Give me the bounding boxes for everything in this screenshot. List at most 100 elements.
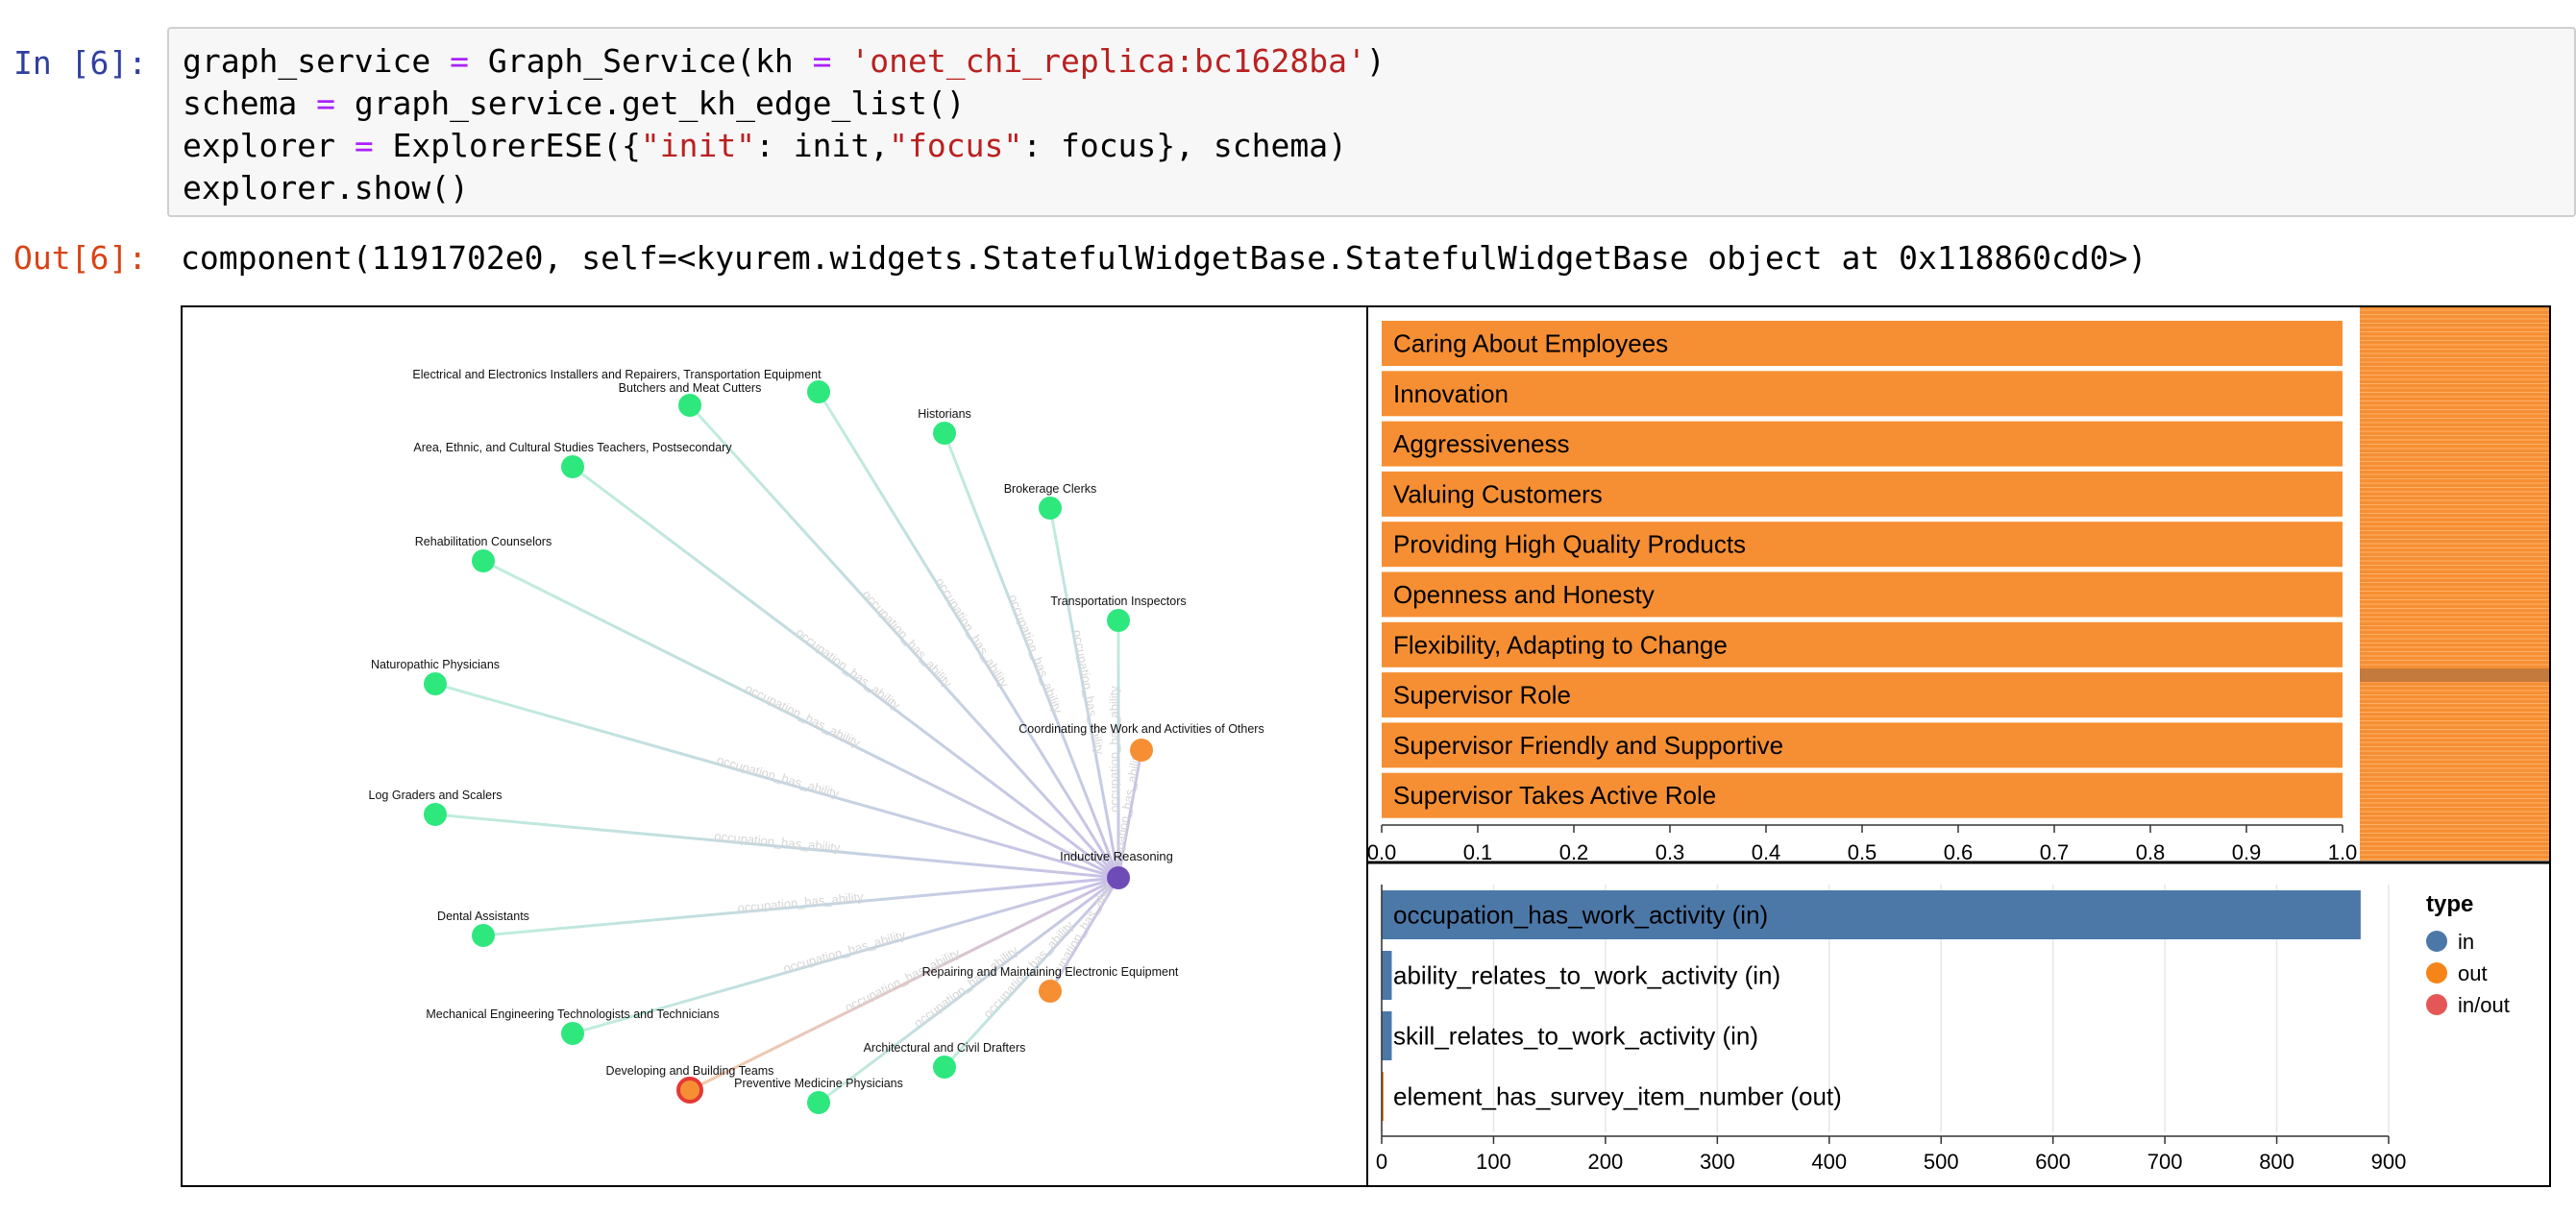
graph-node[interactable] — [676, 1077, 703, 1104]
node-label: Mechanical Engineering Technologists and… — [426, 1008, 719, 1021]
legend-swatch[interactable] — [2426, 994, 2447, 1015]
output-prompt: Out[6]: — [13, 239, 148, 277]
graph-node[interactable] — [933, 422, 956, 445]
top-bar[interactable] — [1382, 421, 2343, 467]
top-bar-label: Aggressiveness — [1393, 429, 1570, 458]
graph-node[interactable] — [561, 455, 584, 478]
top-bar[interactable] — [1382, 371, 2343, 417]
edge-line[interactable] — [818, 876, 1119, 1105]
code-line-3: explorer = ExplorerESE({"init": init,"fo… — [183, 127, 1347, 164]
overview-selection[interactable] — [2360, 668, 2549, 682]
legend-swatch[interactable] — [2426, 962, 2447, 983]
overview-strip[interactable] — [2360, 307, 2549, 861]
code-line-1: graph_service = Graph_Service(kh = 'onet… — [183, 42, 1386, 80]
node-label: Preventive Medicine Physicians — [734, 1077, 903, 1090]
edge-line[interactable] — [943, 876, 1120, 1069]
legend-title: type — [2426, 891, 2473, 917]
edge-label: occupation_has_ability — [781, 927, 907, 976]
graph-node[interactable] — [933, 1056, 956, 1079]
edge-line[interactable] — [482, 559, 1119, 880]
bottom-bar[interactable] — [1382, 890, 2361, 939]
graph-node[interactable] — [1039, 980, 1062, 1003]
edge-line[interactable] — [1048, 877, 1120, 992]
graph-node[interactable] — [472, 924, 495, 947]
edge-label: occupation_has_ability — [715, 752, 841, 801]
bottom-x-tick-label: 400 — [1811, 1150, 1847, 1174]
graph-node[interactable] — [807, 380, 830, 403]
bottom-bar-label: skill_relates_to_work_activity (in) — [1393, 1022, 1758, 1051]
graph-node[interactable] — [1107, 609, 1130, 632]
code-line-2: schema = graph_service.get_kh_edge_list(… — [183, 85, 966, 122]
bottom-x-tick-label: 0 — [1376, 1150, 1387, 1174]
bottom-bar-label: ability_relates_to_work_activity (in) — [1393, 961, 1780, 990]
graph-node[interactable] — [424, 803, 447, 826]
top-bar[interactable] — [1382, 321, 2343, 366]
edge-line[interactable] — [482, 876, 1119, 937]
edge-line[interactable] — [817, 391, 1120, 879]
legend-label: out — [2458, 961, 2488, 985]
legend-label: in — [2458, 930, 2474, 954]
bottom-bar[interactable] — [1382, 1011, 1392, 1060]
overview-stripes — [2360, 309, 2549, 860]
code-line-4: explorer.show() — [183, 169, 470, 206]
top-bar[interactable] — [1382, 621, 2343, 668]
graph-node[interactable] — [1039, 497, 1062, 520]
top-bar[interactable] — [1382, 772, 2343, 818]
bottom-x-tick-label: 800 — [2259, 1150, 2294, 1174]
top-x-tick-label: 0.9 — [2232, 840, 2262, 864]
node-layer: Electrical and Electronics Installers an… — [369, 368, 1264, 1114]
top-bar[interactable] — [1382, 571, 2343, 618]
node-label: Dental Assistants — [437, 910, 529, 923]
node-label: Coordinating the Work and Activities of … — [1018, 722, 1263, 736]
edge-label-layer: occupation_has_abilityoccupation_has_abi… — [714, 575, 1144, 1031]
top-bar[interactable] — [1382, 471, 2343, 517]
graph-node[interactable] — [472, 549, 495, 572]
top-x-tick-label: 0.7 — [2040, 840, 2070, 864]
legend-swatch[interactable] — [2426, 931, 2447, 952]
node-label: Architectural and Civil Drafters — [864, 1041, 1026, 1055]
edge-line[interactable] — [572, 876, 1119, 1035]
graph-node[interactable] — [561, 1022, 584, 1045]
node-label: Naturopathic Physicians — [371, 658, 500, 671]
output-text: component(1191702e0, self=<kyurem.widget… — [181, 239, 2147, 277]
top-bar-label: Valuing Customers — [1393, 479, 1603, 508]
graph-center-node[interactable] — [1107, 866, 1130, 889]
bottom-bar[interactable] — [1382, 951, 1392, 1000]
top-bar-label: Flexibility, Adapting to Change — [1393, 630, 1728, 659]
bottom-bar[interactable] — [1382, 1072, 1384, 1121]
bottom-bar-label: element_has_survey_item_number (out) — [1393, 1082, 1842, 1111]
center-node-label: Inductive Reasoning — [1060, 849, 1173, 863]
graph-node[interactable] — [424, 672, 447, 695]
node-label: Log Graders and Scalers — [369, 789, 503, 802]
edge-line[interactable] — [434, 682, 1119, 880]
edge-line[interactable] — [572, 465, 1119, 880]
graph-node[interactable] — [807, 1091, 830, 1114]
bottom-x-tick-label: 200 — [1588, 1150, 1624, 1174]
top-bar[interactable] — [1382, 722, 2343, 768]
edge-line[interactable] — [943, 432, 1120, 879]
bar-charts[interactable]: Caring About EmployeesInnovationAggressi… — [1367, 307, 2549, 1185]
network-graph[interactable]: occupation_has_abilityoccupation_has_abi… — [183, 307, 1366, 1185]
top-x-tick-label: 0.1 — [1463, 840, 1493, 864]
edge-line[interactable] — [688, 403, 1120, 880]
top-bar[interactable] — [1382, 672, 2343, 718]
edge-line[interactable] — [1116, 749, 1143, 879]
edge-line[interactable] — [434, 813, 1119, 880]
node-label: Butchers and Meat Cutters — [619, 381, 762, 395]
top-bar[interactable] — [1382, 522, 2343, 568]
edge-label: occupation_has_ability — [743, 681, 863, 750]
edge-line[interactable] — [1048, 507, 1120, 879]
graph-node[interactable] — [678, 394, 701, 417]
node-label: Historians — [918, 407, 971, 421]
bottom-x-tick-label: 300 — [1700, 1150, 1735, 1174]
code-cell[interactable]: graph_service = Graph_Service(kh = 'onet… — [167, 27, 2576, 217]
graph-node[interactable] — [1130, 739, 1153, 762]
edge-label: occupation_has_ability — [1107, 686, 1121, 813]
node-label: Transportation Inspectors — [1050, 595, 1186, 608]
node-label: Electrical and Electronics Installers an… — [412, 368, 822, 381]
edge-line[interactable] — [689, 876, 1119, 1092]
